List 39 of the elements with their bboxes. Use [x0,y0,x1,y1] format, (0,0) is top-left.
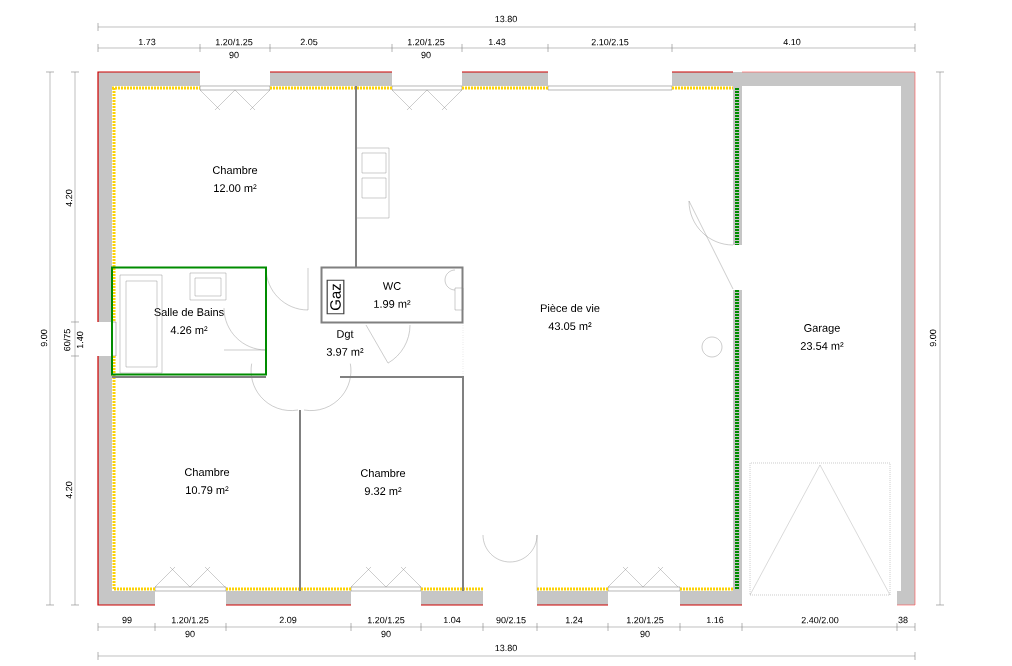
room-label: Garage 23.54 m² [800,324,844,350]
dimension-label: 90/2.15 [495,616,527,624]
gas-meter-box: Gaz [326,279,345,315]
dimension-label: 90 [184,630,196,638]
dimension-label: 60/75 [63,328,71,352]
dimension-label: 2.10/2.15 [590,38,630,46]
dimension-label: 4.10 [782,38,802,46]
dimension-label: 90 [228,51,240,59]
dimension-label: 4.20 [65,188,73,208]
dimension-label: 90 [380,630,392,638]
dimension-label: 2.40/2.00 [800,616,840,624]
dimension-label: 13.80 [494,644,518,652]
room-label: Chambre 9.32 m² [360,468,406,496]
dimension-label: 1.20/1.25 [625,616,665,624]
dimension-label: 90 [420,51,432,59]
dimension-label: 13.80 [494,15,518,23]
dimension-label: 1.20/1.25 [406,38,446,46]
dimension-label: 9.00 [40,328,48,348]
dimension-label: 2.05 [299,38,319,46]
room-box: Salle de Bains 4.26 m² [111,266,267,376]
dimension-label: 2.09 [278,616,298,624]
dimension-label: 1.16 [705,616,725,624]
dimension-label: 1.24 [564,616,584,624]
room-label: Pièce de vie 43.05 m² [540,303,600,331]
dimension-label: 1.43 [487,38,507,46]
room-label: Chambre 12.00 m² [212,165,258,193]
dimension-label: 1.73 [137,38,157,46]
dimension-label: 99 [121,616,133,624]
dimension-label: 4.20 [65,480,73,500]
dimension-label: 38 [897,616,909,624]
dimension-label: 1.04 [442,616,462,624]
room-label: Dgt 3.97 m² [326,330,364,356]
room-label: Chambre 10.79 m² [184,467,230,495]
dimension-label: 9.00 [929,328,937,348]
dimension-label: 1.20/1.25 [366,616,406,624]
dimension-label: 1.20/1.25 [170,616,210,624]
dimension-label: 90 [639,630,651,638]
dimension-label: 1.40 [76,330,84,350]
dimension-label: 1.20/1.25 [214,38,254,46]
